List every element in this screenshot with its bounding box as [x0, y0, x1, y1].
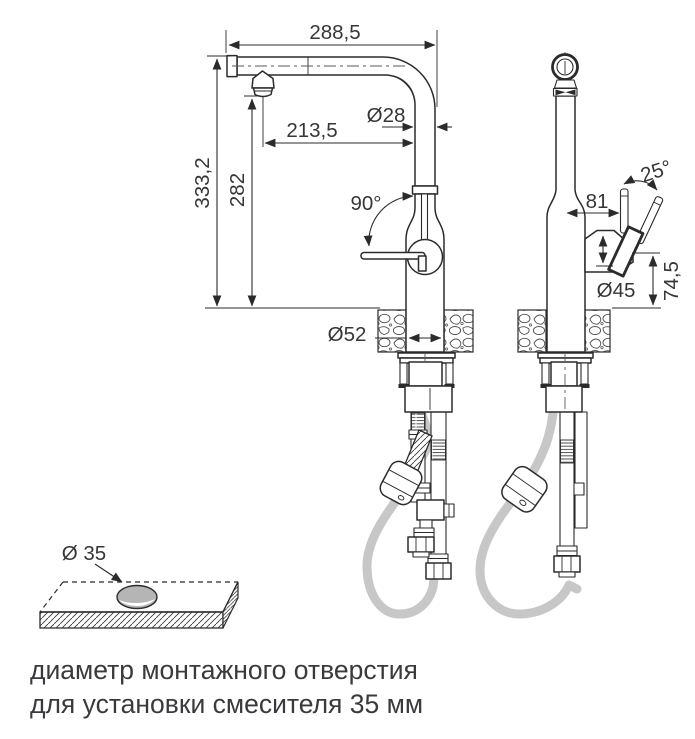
handle-lever	[360, 251, 426, 260]
spray-head	[251, 70, 275, 98]
dim-handle-swing: 90°	[350, 192, 381, 215]
mounting-hole	[116, 584, 158, 610]
hose-nut-side	[553, 555, 581, 578]
dimensions-side: 25° 81 Ø45 74,5	[566, 156, 683, 309]
countertop-section-right	[443, 309, 474, 353]
countertop-section-right-2	[581, 309, 611, 353]
front-view-counter	[377, 309, 474, 413]
caption-line-1: диаметр монтажного отверстия	[30, 655, 418, 685]
slab-front-face	[39, 611, 224, 629]
dim-width: 288,5	[309, 21, 360, 44]
mounting-hole-diagram: Ø 35	[39, 542, 239, 629]
hose-guide-plate	[574, 411, 588, 529]
dimensions-front: 288,5 333,2 282 213,5 Ø28 90° Ø52	[191, 21, 452, 346]
hose-nut-right	[425, 562, 452, 580]
dim-body-height: 74,5	[660, 261, 683, 301]
dim-hole-diameter: Ø 35	[62, 542, 106, 565]
dim-handle-tilt: 25°	[638, 156, 675, 187]
dim-handle-offset: 81	[586, 190, 609, 213]
check-valve	[407, 499, 455, 558]
threaded-shank	[408, 361, 443, 387]
faucet-body	[360, 185, 445, 353]
pullout-hose-loop-side	[475, 408, 582, 619]
countertop-section-left-2	[517, 309, 547, 353]
spray-neck	[553, 79, 578, 89]
dim-spout-height: 282	[226, 173, 249, 207]
mounting-nut-side	[545, 385, 583, 413]
mounting-nut	[404, 385, 453, 413]
side-view-under-counter	[475, 408, 588, 619]
caption-line-2: для установки смесителя 35 мм	[30, 689, 423, 719]
faucet-side-view	[546, 52, 664, 412]
dim-spout-diameter: Ø28	[367, 104, 406, 127]
hose-weight	[379, 460, 423, 506]
dim-body-diameter: Ø45	[597, 279, 636, 302]
side-body	[546, 95, 586, 353]
caption: диаметр монтажного отверстия для установ…	[30, 655, 423, 719]
faucet-front-view	[226, 54, 445, 362]
dim-total-height: 333,2	[191, 157, 214, 208]
handle-lever-elbow	[417, 255, 427, 272]
threaded-shank-side	[550, 361, 578, 387]
handle-base	[607, 225, 645, 278]
slab-side-face	[222, 581, 239, 629]
hose-weight-side	[501, 465, 548, 513]
front-view-under-counter	[362, 407, 455, 619]
dim-base-diameter: Ø52	[328, 323, 367, 346]
dim-reach: 213,5	[286, 119, 337, 142]
countertop-section-left	[377, 309, 407, 353]
body-collar	[411, 185, 439, 195]
